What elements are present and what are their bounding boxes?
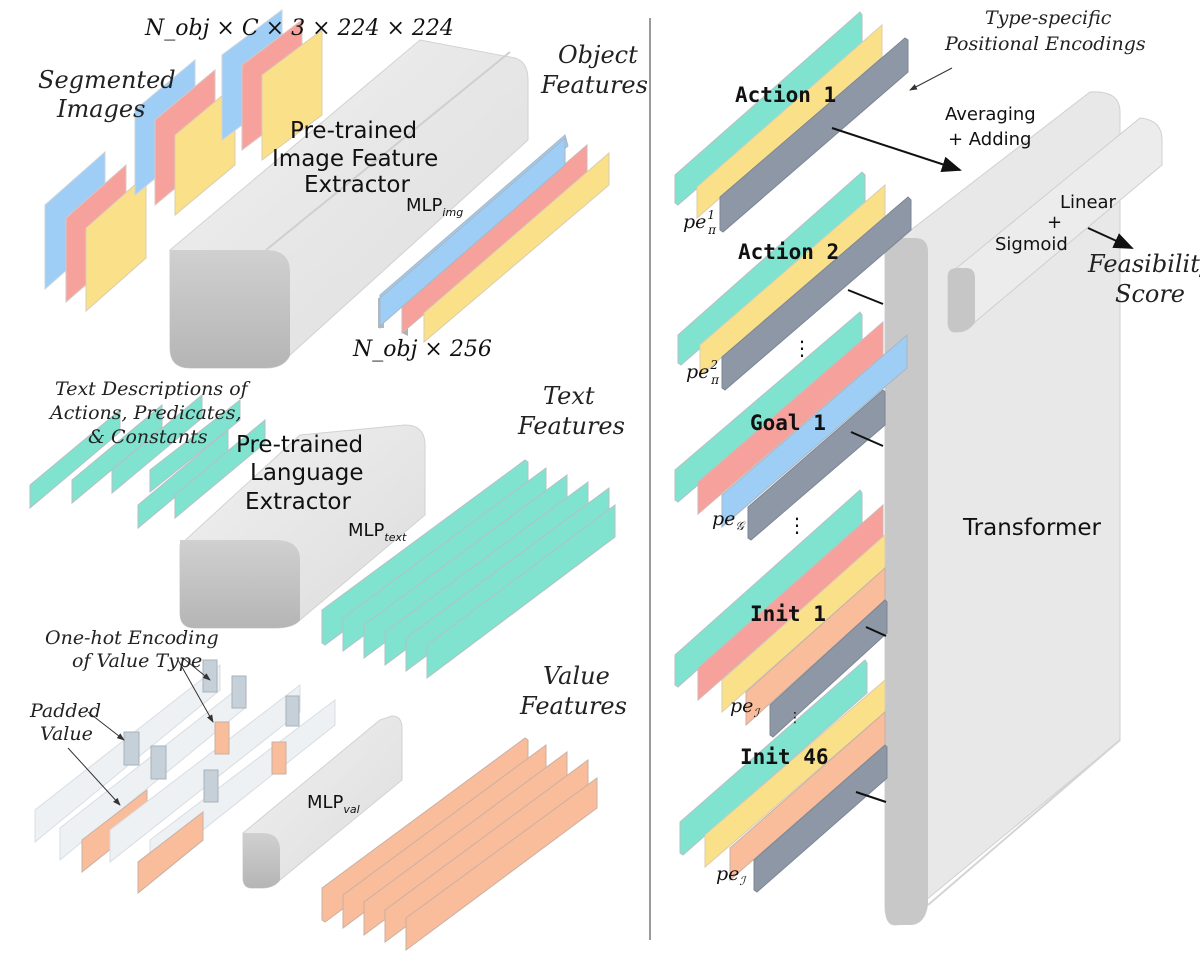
- mlp-val-label: MLPval: [307, 792, 360, 816]
- segmented-image-stack-3: [221, 9, 323, 161]
- text-features-label-line1: Text: [543, 382, 595, 410]
- image-extractor-label-line2: Image Feature: [272, 146, 438, 172]
- padded-arrow-1: [87, 711, 125, 741]
- token-stack-init-1: [674, 489, 888, 738]
- transformer-label: Transformer: [962, 515, 1102, 541]
- segmented-label-line1: Segmented: [38, 66, 176, 94]
- token-label-init-46: Init 46: [740, 745, 829, 769]
- transformer-branch: Action 1 Action 2 Goal 1 Init 1 Init 46 …: [674, 7, 1200, 926]
- mlp-img-label: MLPimg: [406, 195, 463, 219]
- object-dim-top-label: N_obj × C × 3 × 224 × 224: [144, 16, 454, 41]
- token-label-init-1: Init 1: [750, 602, 826, 626]
- image-extractor-label-line1: Pre-trained: [290, 118, 417, 144]
- pe-i-1-label: peℐ: [730, 695, 761, 720]
- text-feature-bars: [321, 459, 616, 679]
- averaging-label-line2: + Adding: [948, 129, 1032, 150]
- feasibility-label-line2: Score: [1115, 280, 1185, 308]
- segmented-label-line2: Images: [56, 95, 145, 123]
- positional-encoding-label-line1: Type-specific: [985, 7, 1112, 29]
- pe-i-2-label: peℐ: [716, 863, 747, 888]
- text-desc-label-line3: & Constants: [88, 426, 208, 448]
- text-desc-label-line2: Actions, Predicates,: [48, 402, 242, 424]
- padded-value-bars: [34, 659, 336, 895]
- token-label-goal-1: Goal 1: [750, 411, 826, 435]
- segmented-image-stack-1: [44, 150, 147, 313]
- language-extractor-block: [179, 424, 426, 629]
- language-extractor-label-line2: Language: [250, 460, 364, 486]
- token-stack-action-2: [677, 171, 912, 391]
- text-description-bars: [29, 393, 266, 530]
- connector-action-2: [847, 289, 884, 305]
- image-extractor-label-line3: Extractor: [304, 172, 410, 198]
- token-stack-init-46: [679, 659, 888, 893]
- feasibility-arrow: [1087, 227, 1134, 249]
- value-feature-bars: [321, 737, 598, 951]
- connector-init-46: [855, 791, 887, 803]
- value-features-label-line1: Value: [543, 662, 610, 690]
- linear-plus-label: +: [1047, 212, 1062, 233]
- token-label-action-2: Action 2: [738, 240, 839, 264]
- padded-arrow-2: [67, 747, 121, 806]
- ellipsis-3: ⋮: [788, 710, 802, 726]
- image-feature-extractor-block: [169, 39, 529, 369]
- value-features-label-line2: Features: [519, 692, 627, 720]
- averaging-label-line1: Averaging: [945, 104, 1036, 125]
- linear-label: Linear: [1060, 192, 1117, 213]
- segmented-image-stack-2: [134, 58, 236, 217]
- averaging-arrow: [831, 127, 962, 172]
- padded-label-line1: Padded: [29, 700, 101, 722]
- mlp-val-block: [242, 715, 403, 889]
- text-features-label-line2: Features: [517, 412, 625, 440]
- image-branch: N_obj × C × 3 × 224 × 224 Segmented Imag…: [38, 9, 648, 369]
- ellipsis-2: ⋮: [787, 513, 807, 537]
- object-dim-bottom-label: N_obj × 256: [352, 337, 492, 362]
- language-extractor-label-line3: Extractor: [245, 489, 351, 515]
- transformer-block: [884, 91, 1121, 926]
- connector-init-1: [865, 626, 887, 637]
- pe-g-label: pe𝒢: [712, 508, 746, 533]
- onehot-label-line2: of Value Type: [72, 650, 202, 672]
- mlp-text-label: MLPtext: [348, 520, 407, 544]
- token-stack-goal-1: [674, 311, 908, 541]
- language-extractor-label-line1: Pre-trained: [236, 432, 363, 458]
- onehot-arrow-1: [177, 659, 214, 723]
- text-branch: Text Descriptions of Actions, Predicates…: [29, 378, 625, 679]
- onehot-arrow-2: [182, 657, 211, 681]
- positional-encoding-arrow: [909, 67, 953, 91]
- onehot-label-line1: One-hot Encoding: [45, 627, 219, 649]
- value-branch: One-hot Encoding of Value Type Padded Va…: [29, 627, 627, 951]
- feasibility-label-line1: Feasibility: [1087, 250, 1200, 278]
- ellipsis-1: ⋮: [792, 336, 812, 360]
- token-stack-action-1: [674, 11, 909, 233]
- linear-sigmoid-block: [947, 117, 1163, 333]
- token-label-action-1: Action 1: [735, 83, 836, 107]
- text-desc-label-line1: Text Descriptions of: [55, 378, 251, 400]
- connector-goal-1: [850, 431, 884, 447]
- padded-label-line2: Value: [40, 723, 93, 745]
- positional-encoding-label-line2: Positional Encodings: [944, 33, 1146, 55]
- object-features-label-line2: Features: [540, 71, 648, 99]
- object-feature-bars: [378, 134, 610, 344]
- sigmoid-label: Sigmoid: [995, 234, 1068, 255]
- object-features-label-line1: Object: [558, 41, 638, 69]
